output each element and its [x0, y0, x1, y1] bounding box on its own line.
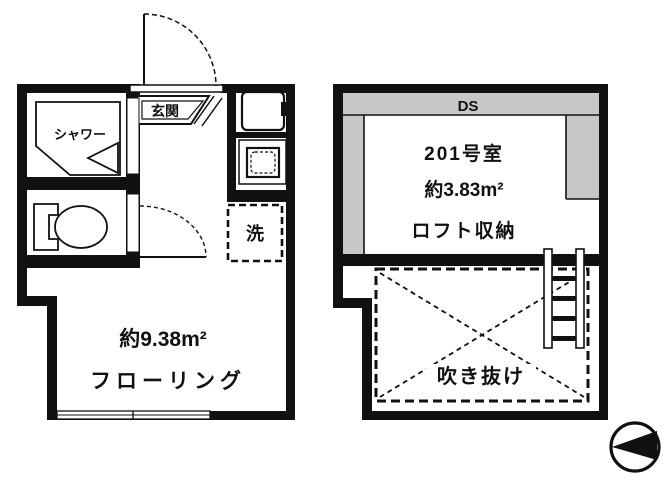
window-icon [56, 410, 211, 420]
water-heater-icon [240, 90, 292, 132]
void-label: 吹き抜け [437, 364, 525, 388]
right-unit-walls [333, 84, 608, 420]
duct-space-label: DS [458, 98, 479, 115]
entrance-door-arc-icon [143, 13, 217, 87]
room-number-label: 201号室 [424, 142, 504, 165]
void-area: 吹き抜け [374, 267, 590, 403]
laundry-label: 洗 [246, 223, 264, 244]
shower-room: シャワー [35, 101, 121, 176]
entrance-label: 玄関 [151, 103, 179, 119]
right-unit-plan: DS 201号室 約3.83m² ロフト収納 吹き抜け [333, 84, 608, 420]
shower-door-strip [126, 97, 140, 175]
loft-storage-label: ロフト収納 [411, 219, 516, 242]
entrance-label-box: 玄関 [136, 95, 223, 127]
toilet-icon [33, 203, 108, 251]
loft-room-outline [343, 114, 599, 254]
laundry-space: 洗 [226, 203, 284, 263]
sink-unit-icon [238, 139, 287, 185]
toilet-door-strip [126, 193, 140, 253]
main-room-area-label: 約9.38m² [119, 327, 207, 351]
shower-folding-door-icon [85, 141, 119, 175]
entrance-threshold [129, 84, 224, 93]
left-unit-plan: 玄関 シャワー 洗 [17, 13, 295, 420]
flooring-label: フローリング [90, 369, 246, 393]
duct-space-area [343, 93, 599, 254]
loft-area-label: 約3.83m² [424, 178, 503, 201]
shower-label: シャワー [54, 127, 106, 142]
room-door-arc-icon [139, 205, 207, 258]
north-arrow-icon [609, 421, 661, 473]
ladder-icon [543, 248, 585, 349]
